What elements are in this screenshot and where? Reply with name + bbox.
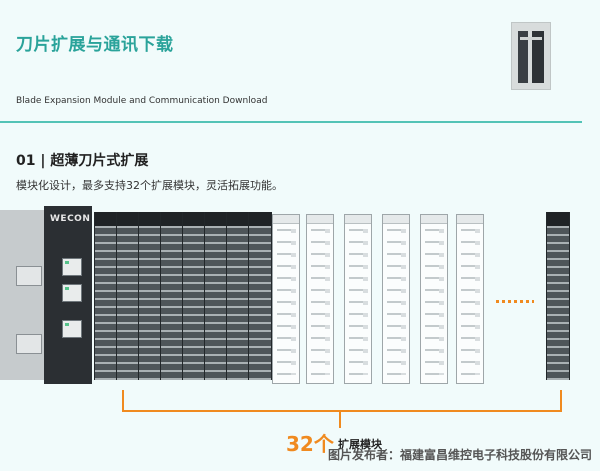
page-title: 刀片扩展与通讯下载 xyxy=(16,35,174,55)
blade-module xyxy=(226,212,250,380)
continuation-dots xyxy=(496,300,534,303)
section-description: 模块化设计，最多支持32个扩展模块，灵活拓展功能。 xyxy=(16,179,283,192)
blade-module xyxy=(94,212,118,380)
blade-module xyxy=(182,212,206,380)
blade-module xyxy=(204,212,228,380)
extension-module xyxy=(456,214,484,384)
extension-module xyxy=(420,214,448,384)
expansion-figure: WECON 32个 扩展模块 xyxy=(0,206,600,471)
blade-module xyxy=(116,212,140,380)
product-thumbnail xyxy=(511,22,551,90)
brand-logo: WECON xyxy=(50,214,91,224)
cpu-module: WECON xyxy=(44,206,92,384)
module-count-suffix: 扩展模块 xyxy=(338,438,382,451)
section-title: 01 | 超薄刀片式扩展 xyxy=(16,153,149,169)
module-count-label: 32个 xyxy=(286,432,334,456)
module-range-bracket xyxy=(122,390,562,412)
extension-module xyxy=(382,214,410,384)
bracket-stem xyxy=(339,412,341,428)
blade-module-last xyxy=(546,212,570,380)
page-subtitle: Blade Expansion Module and Communication… xyxy=(16,96,268,106)
header-divider xyxy=(0,121,582,123)
extension-module xyxy=(344,214,372,384)
blade-module xyxy=(138,212,162,380)
extension-module xyxy=(306,214,334,384)
publisher-credit: 图片发布者：福建富昌维控电子科技股份有限公司 xyxy=(327,448,592,462)
extension-module xyxy=(272,214,300,384)
blade-module xyxy=(160,212,184,380)
blade-module xyxy=(248,212,272,380)
